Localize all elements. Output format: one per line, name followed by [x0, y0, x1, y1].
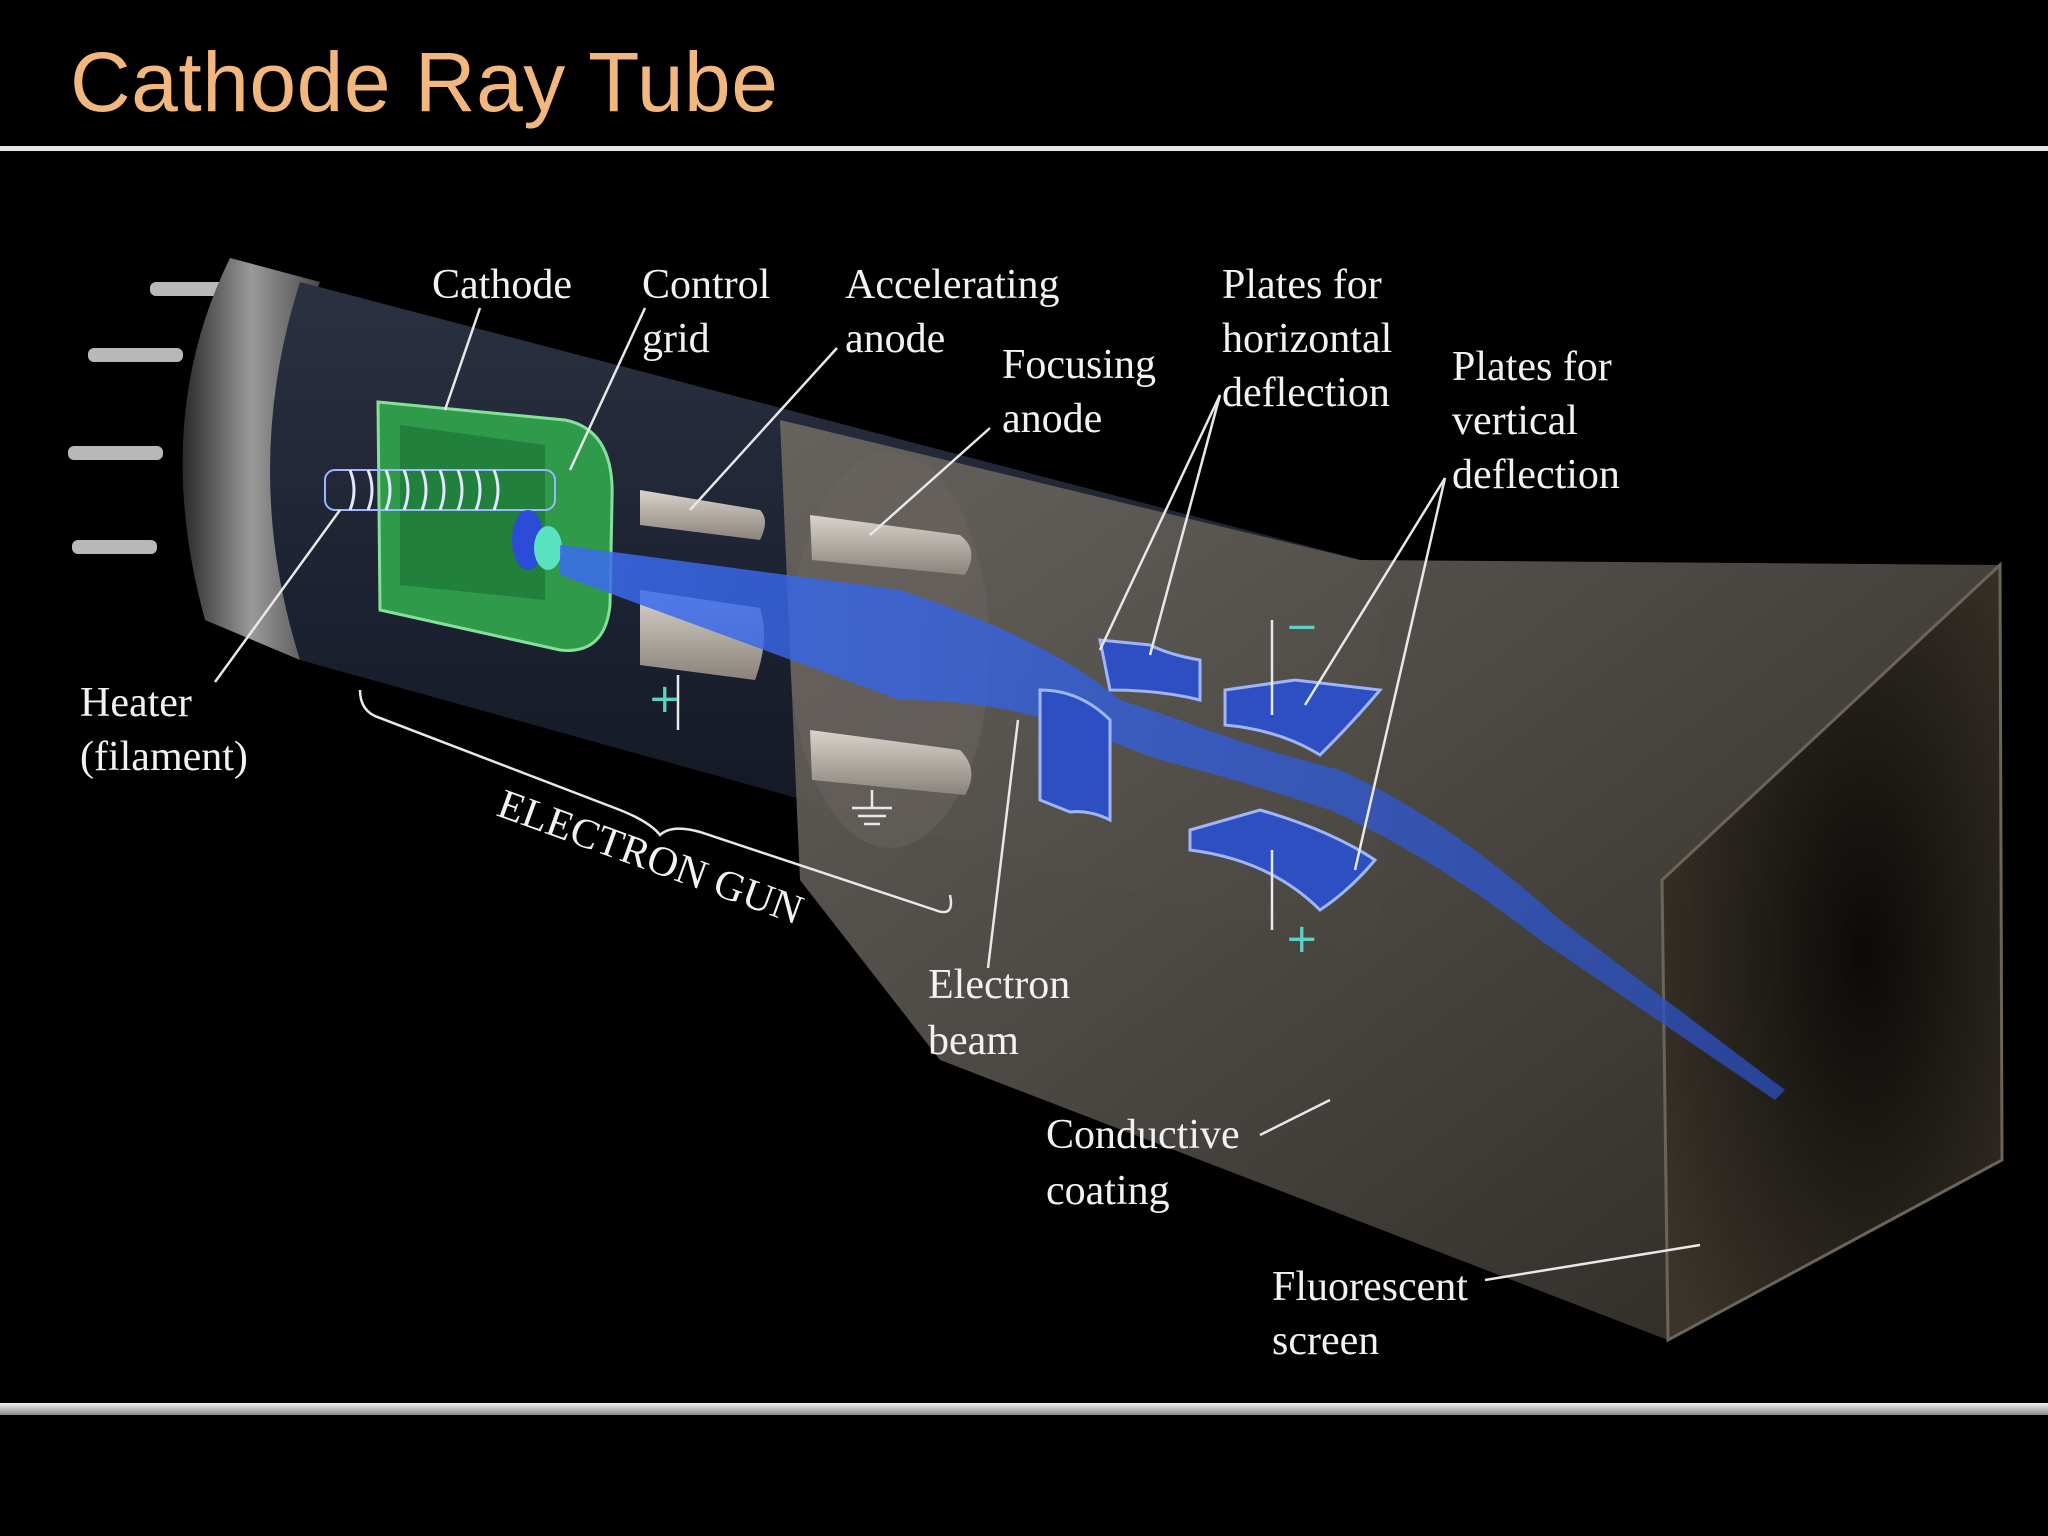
label-conductive-coating: Conductive coating — [1046, 1112, 1250, 1214]
heater-coil — [324, 469, 562, 570]
label-heater: Heater (filament) — [80, 680, 248, 780]
label-control-grid: Control grid — [642, 262, 781, 362]
focusing-anode — [810, 515, 972, 795]
cathode-assembly — [376, 400, 614, 652]
top-divider — [0, 146, 2048, 151]
label-electron-gun: ELECTRON GUN — [492, 781, 809, 934]
horizontal-deflection-plates — [1038, 638, 1202, 823]
vertical-deflection-plates — [1188, 678, 1383, 912]
label-fluorescent-screen: Fluorescent screen — [1272, 1264, 1478, 1364]
label-focusing-anode: Focusing anode — [1002, 342, 1167, 442]
accelerating-plus-sign: + — [648, 676, 682, 722]
label-cathode: Cathode — [432, 262, 572, 308]
label-horizontal-plates: Plates for horizontal deflection — [1222, 262, 1403, 416]
leader-lines — [213, 307, 1701, 1282]
slide-title: Cathode Ray Tube — [70, 35, 779, 129]
vertical-minus-sign: − — [1285, 604, 1319, 650]
base-pins — [68, 282, 225, 554]
electron-gun-brace — [358, 689, 953, 914]
fluorescent-screen-face — [1660, 561, 2004, 1343]
label-electron-beam: Electron beam — [928, 962, 1081, 1064]
label-vertical-plates: Plates for vertical deflection — [1452, 344, 1622, 498]
electron-beam — [560, 545, 1785, 1100]
label-accelerating-anode: Accelerating anode — [845, 262, 1070, 362]
vertical-plus-sign: + — [1285, 916, 1319, 962]
bottom-divider — [0, 1403, 2048, 1415]
